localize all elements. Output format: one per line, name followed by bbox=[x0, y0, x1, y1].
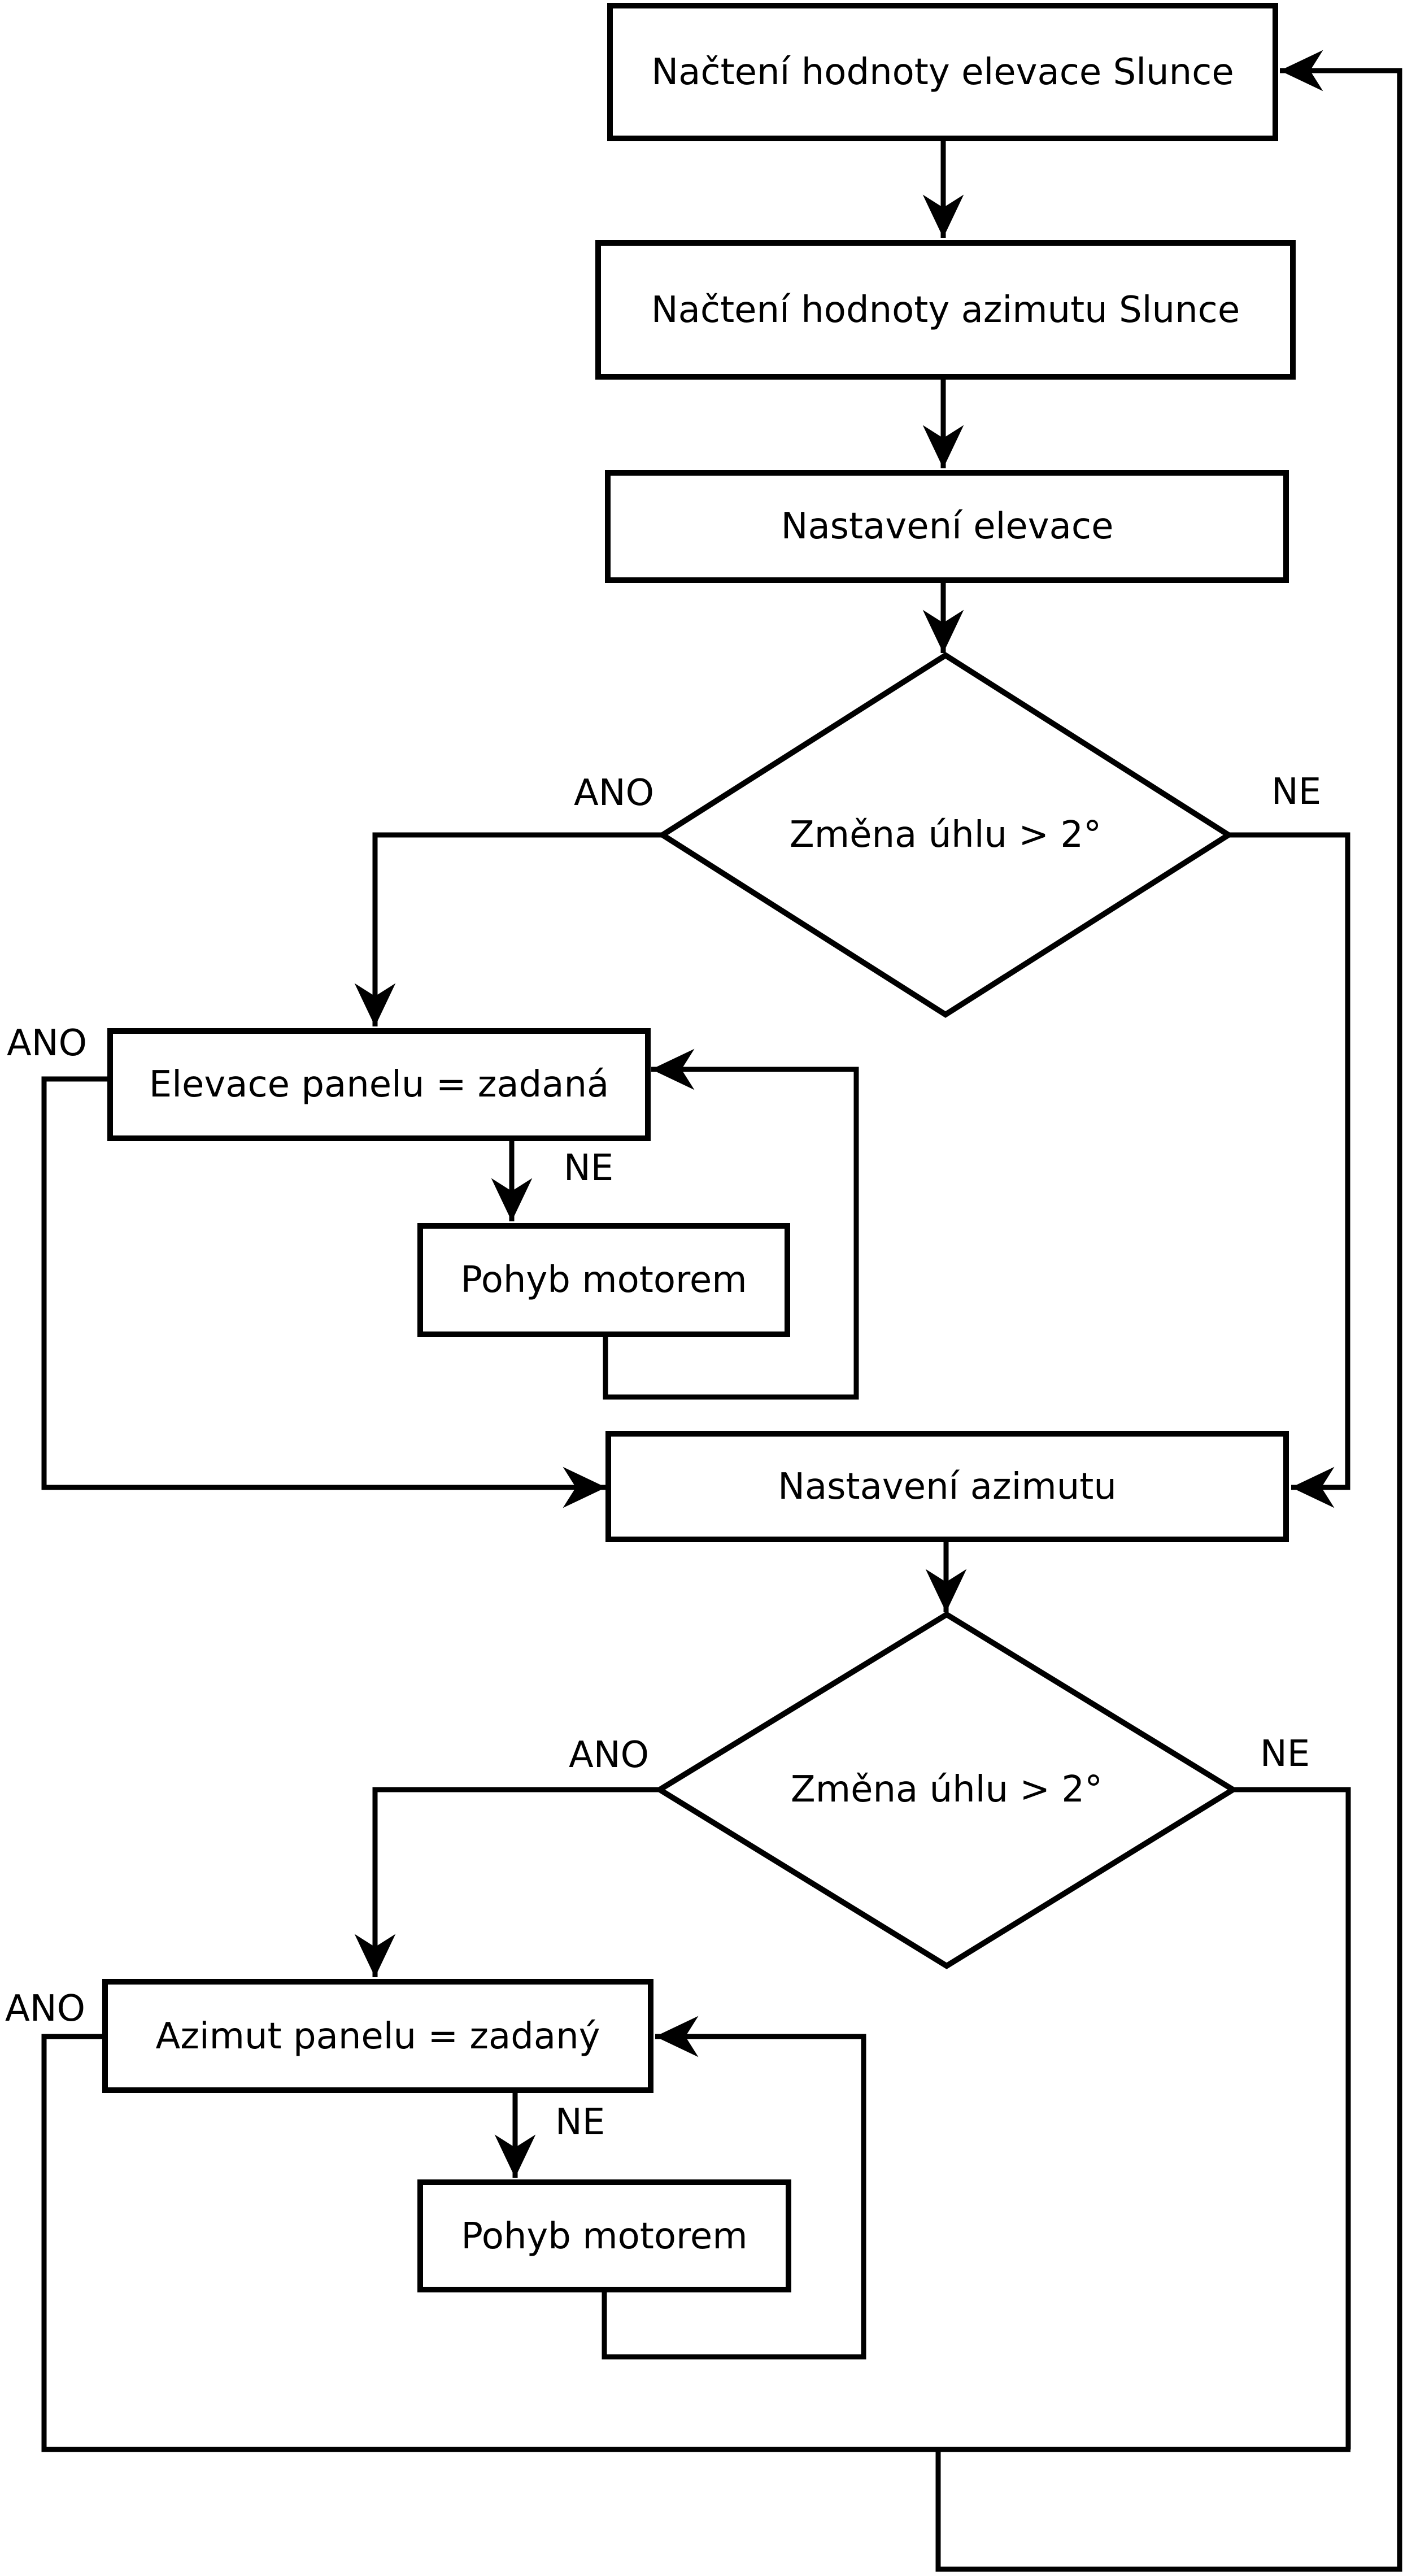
process-box-azimuth-motor bbox=[417, 2179, 791, 2292]
node-label-elevation-check: Elevace panelu = zadaná bbox=[149, 1063, 609, 1106]
node-label-load-elevation: Načtení hodnoty elevace Slunce bbox=[651, 51, 1234, 93]
node-label-azimuth-motor: Pohyb motorem bbox=[461, 2215, 748, 2257]
decision-diamond-elevation-change bbox=[657, 652, 1234, 1018]
branch-label-azimuth-decision-ano: ANO bbox=[568, 1734, 650, 1776]
edge-elevation-motor-loop bbox=[603, 1048, 859, 1400]
edge-azimuth-motor-loop bbox=[602, 2016, 866, 2360]
process-box-load-azimuth bbox=[595, 240, 1296, 380]
edge-elevation-decision-ne bbox=[1228, 832, 1350, 1508]
condition-box-elevation-equal bbox=[107, 1028, 651, 1141]
process-box-set-azimuth bbox=[605, 1431, 1289, 1542]
condition-box-azimuth-equal bbox=[102, 1979, 653, 2093]
edge-azimuth-decision-ne bbox=[1233, 1787, 1351, 2449]
branch-label-azimuth-check-ne: NE bbox=[555, 2101, 605, 2143]
process-box-set-elevation bbox=[605, 470, 1289, 583]
edge-return-to-start bbox=[935, 50, 1402, 2572]
branch-label-elevation-check-ne: NE bbox=[563, 1147, 614, 1189]
branch-label-elevation-decision-ano: ANO bbox=[573, 772, 655, 814]
node-label-elevation-motor: Pohyb motorem bbox=[460, 1259, 747, 1301]
decision-diamond-azimuth-change bbox=[654, 1611, 1239, 1969]
process-box-elevation-motor bbox=[417, 1223, 790, 1337]
branch-label-azimuth-decision-ne: NE bbox=[1260, 1733, 1310, 1775]
edge-elevation-decision-ano bbox=[354, 832, 663, 1026]
edge-azimuth-check-ano-bottom bbox=[41, 2034, 1350, 2452]
edge-azimuth-decision-ano bbox=[354, 1787, 660, 1977]
branch-label-elevation-check-ano: ANO bbox=[6, 1022, 88, 1064]
node-label-azimuth-decision: Změna úhlu > 2° bbox=[790, 1768, 1103, 1811]
node-label-set-elevation: Nastavení elevace bbox=[781, 505, 1114, 547]
branch-label-azimuth-check-ano: ANO bbox=[5, 1987, 86, 2030]
branch-label-elevation-decision-ne: NE bbox=[1271, 771, 1322, 813]
process-box-load-elevation bbox=[607, 3, 1278, 141]
node-label-azimuth-check: Azimut panelu = zadaný bbox=[155, 2015, 600, 2057]
node-label-set-azimuth: Nastavení azimutu bbox=[778, 1465, 1117, 1508]
edge-elevation-check-ano bbox=[41, 1076, 606, 1508]
node-label-elevation-decision: Změna úhlu > 2° bbox=[789, 813, 1102, 856]
node-label-load-azimuth: Načtení hodnoty azimutu Slunce bbox=[651, 289, 1240, 331]
